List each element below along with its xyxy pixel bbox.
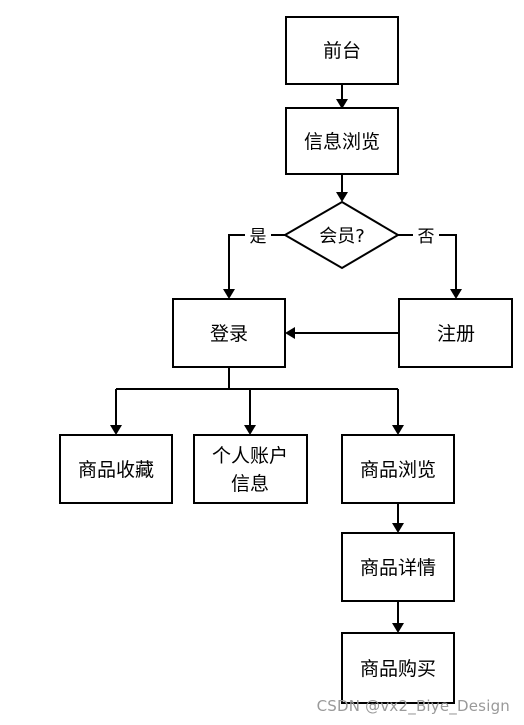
arrowhead: [450, 289, 462, 299]
arrowhead: [244, 425, 256, 435]
arrowhead: [110, 425, 122, 435]
node-frontend-label: 前台: [323, 40, 361, 62]
arrowhead: [392, 623, 404, 633]
node-account-info-line2: 信息: [231, 473, 269, 495]
node-browse-info-label: 信息浏览: [304, 131, 380, 153]
node-favorites-label: 商品收藏: [78, 459, 154, 481]
edge-label-bg: [413, 225, 439, 247]
node-product-browse: 商品浏览: [341, 434, 455, 504]
arrowhead: [285, 327, 295, 339]
node-register: 注册: [398, 298, 513, 368]
node-product-detail-label: 商品详情: [360, 557, 436, 579]
node-login-label: 登录: [210, 323, 248, 345]
node-product-buy: 商品购买: [341, 632, 455, 704]
arrowhead: [392, 425, 404, 435]
node-frontend: 前台: [285, 16, 399, 85]
edge-label-yes: 是: [250, 227, 267, 247]
node-member-decision-label: 会员?: [319, 226, 365, 247]
node-product-browse-label: 商品浏览: [360, 459, 436, 481]
node-account-info-line1: 个人账户: [212, 445, 288, 467]
edge-label-bg: [245, 225, 271, 247]
arrowhead: [336, 192, 348, 202]
arrowhead: [392, 523, 404, 533]
edge-label-no: 否: [418, 227, 435, 247]
watermark: CSDN @vx2_Biye_Design: [316, 697, 510, 715]
node-product-buy-label: 商品购买: [360, 658, 436, 680]
arrowhead: [223, 289, 235, 299]
node-login: 登录: [172, 298, 286, 368]
node-browse-info: 信息浏览: [285, 107, 399, 175]
node-member-decision: 会员?: [283, 200, 400, 270]
node-account-info: 个人账户 信息: [193, 434, 308, 504]
arrowhead: [336, 99, 348, 109]
node-register-label: 注册: [437, 323, 475, 345]
node-product-detail: 商品详情: [341, 532, 455, 602]
node-favorites: 商品收藏: [59, 434, 173, 504]
